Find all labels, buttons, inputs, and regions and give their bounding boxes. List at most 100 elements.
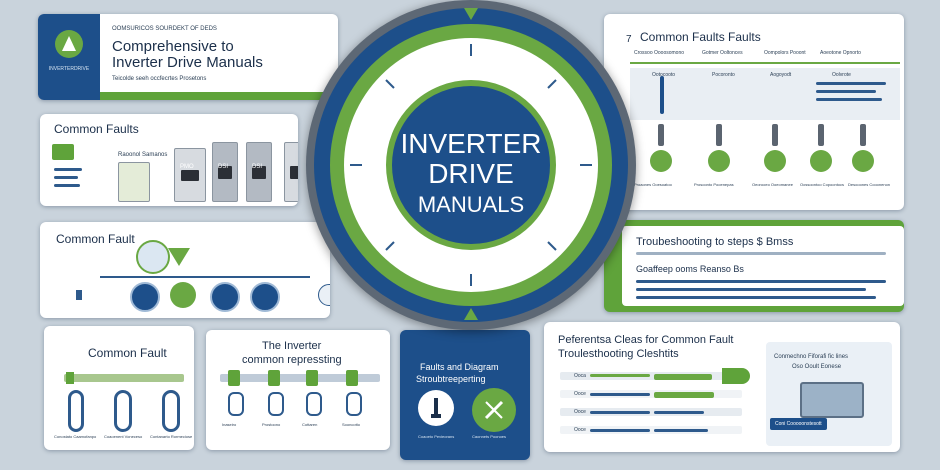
reference-title-line2: Troulesthooting Cleshtits [558, 348, 679, 360]
header-panel: INVERTERDRIVE OOMSURICOS SOURDEKT OF DED… [38, 14, 338, 100]
faults-right-panel: 7 Common Faults Faults Crossoo Oooosomon… [604, 14, 904, 210]
page-title-line1: Comprehensive to [112, 38, 234, 55]
medallion-line1: INVERTER [400, 128, 542, 159]
fault-label-1: PMO [180, 164, 194, 170]
reference-accent-tab [722, 368, 750, 384]
medallion-bottom-marker-icon [464, 308, 478, 320]
cf-caption-2: Contanarto Rormeciose [150, 434, 193, 439]
status-dot-1 [708, 150, 730, 172]
fault-label-0: Raoonol Samanos [118, 152, 168, 158]
status-dot-0 [650, 150, 672, 172]
fault-tree-panel: Common Fault [40, 222, 330, 318]
inverter-node-1 [268, 392, 284, 416]
page-title-line2: Inverter Drive Manuals [112, 54, 263, 71]
fault-icon-box [52, 144, 74, 160]
inv-caption-0: Inaseiro [222, 422, 237, 427]
diagram-card: Faults and Diagram Stroubtreeperting Coa… [400, 330, 530, 460]
inverter-node-0 [228, 392, 244, 416]
wrench-badge-icon [418, 390, 454, 426]
inverter-node-3 [346, 392, 362, 416]
fr-header-2: Oompolors Pooont [764, 50, 806, 56]
inv-caption-2: Cottaren [302, 422, 318, 427]
fr-caption-3: Oossoontoo Copoontocs [800, 182, 845, 187]
inverter-card: The Inverter common repressting Inaseiro… [206, 330, 390, 450]
diagram-card-title-line2: Stroubtreeperting [416, 374, 486, 384]
header-accent-bar [100, 92, 338, 100]
reference-side-line1: Conmechno Fiforafi fic lines [774, 354, 849, 360]
header-kicker: OOMSURICOS SOURDEKT OF DEDS [112, 26, 217, 32]
tree-leaf-node [318, 284, 330, 306]
faults-right-title: Common Faults Faults [640, 30, 761, 44]
inverter-card-title-line2: common repressting [242, 354, 342, 366]
medallion-ring-outer: INVERTER DRIVE MANUALS [306, 0, 636, 330]
common-fault-card-title: Common Fault [88, 346, 167, 360]
drive-device-4 [284, 142, 298, 202]
diagram-card-title-line1: Faults and Diagram [420, 362, 499, 372]
medallion-dial: INVERTER DRIVE MANUALS [344, 38, 598, 292]
medallion-line2: DRIVE [428, 158, 514, 189]
fr-caption-2: Oeorooeo Ooeomanee [752, 182, 793, 187]
inverter-node-2 [306, 392, 322, 416]
tree-root-node [136, 240, 170, 274]
tree-node-0 [130, 282, 160, 312]
diagram-caption-0: Coaoeto Pevieorans [418, 434, 455, 439]
probe-icon-0 [658, 124, 664, 146]
inv-caption-1: Prostoono [262, 422, 281, 427]
troubleshoot-subtitle: Goaffeep ooms Reanso Bs [636, 264, 744, 274]
status-dot-2 [764, 150, 786, 172]
faults-left-title: Common Faults [54, 122, 139, 136]
diagram-caption-1: Caonnets Poonoes [472, 434, 507, 439]
tablet-icon [800, 382, 864, 418]
header-subtitle: Teicolde seeh occfecrtes Prosetons [112, 76, 207, 82]
inverter-card-title-line1: The Inverter [262, 340, 322, 352]
medallion-line3: MANUALS [417, 192, 525, 217]
tools-badge-icon [472, 388, 516, 432]
status-dot-4 [852, 150, 874, 172]
fault-label-2: DSI [218, 164, 229, 170]
drive-device-2 [212, 142, 238, 202]
probe-icon-4 [860, 124, 866, 146]
fault-tree-title: Common Fault [56, 232, 135, 246]
wrench-icon [68, 390, 84, 432]
medallion-ring-green: INVERTER DRIVE MANUALS [330, 24, 612, 306]
fr-row-label-2: Aogoyodt [770, 72, 792, 78]
fr-row-label-1: Pocoronto [712, 72, 735, 78]
probe-icon-3 [818, 124, 824, 146]
troubleshoot-title: Troubeshooting to steps $ Bmss [636, 236, 794, 248]
fr-row-label-3: Oolvrote [832, 72, 851, 78]
ref-row-label-0: Ooca [574, 373, 586, 379]
reference-badge: Coni Cooooonstesott [770, 418, 827, 430]
common-fault-card: Common Fault Conostato Caamofanpo Coaoen… [44, 326, 194, 450]
reference-side-line2: Oso Ooult Eonese [792, 364, 842, 370]
logo-icon [55, 30, 83, 58]
status-dot-3 [810, 150, 832, 172]
dial-ticks [350, 44, 592, 286]
cf-caption-0: Conostato Caamofanpo [54, 434, 97, 439]
reference-title-line1: Peferentsa Cleas for Common Fault [558, 334, 734, 346]
fr-header-0: Crossoo Oooosomono [634, 50, 685, 56]
medallion-top-marker-icon [464, 8, 478, 20]
logo-block: INVERTERDRIVE [38, 14, 100, 100]
fr-header-1: Gotmer Ooltonces [702, 50, 743, 56]
medallion-ring-navy: INVERTER DRIVE MANUALS [314, 8, 628, 322]
faults-left-panel: Common Faults Raoonol Samanos PMO DSI DS… [40, 114, 298, 206]
fr-header-3: Aoeotone Opnorto [820, 50, 861, 56]
logo-caption: INVERTERDRIVE [48, 66, 90, 72]
inv-caption-3: Sooncotto [342, 422, 361, 427]
ref-row-label-2: Ooce [574, 409, 586, 415]
ref-row-label-1: Ooce [574, 391, 586, 397]
troubleshoot-panel: Troubeshooting to steps $ Bmss Goaffeep … [604, 220, 904, 312]
reference-panel: Peferentsa Cleas for Common Fault Troule… [544, 322, 900, 452]
fr-caption-1: Prosoonto Pooenepas [694, 182, 734, 187]
fault-label-3: DSI [252, 164, 263, 170]
fr-caption-0: Proaones Ooesoatoo [634, 182, 672, 187]
tree-node-2 [210, 282, 240, 312]
tree-down-arrow-icon [168, 248, 190, 266]
fr-row-label-0: Ootocooto [652, 72, 676, 78]
spanner-icon [162, 390, 180, 432]
fr-caption-4: Desooones Cooonenon [848, 182, 891, 187]
cf-caption-1: Coaoenent Voneceso [104, 434, 143, 439]
faults-right-number: 7 [626, 34, 632, 45]
drive-device-0 [118, 162, 150, 202]
drive-device-3 [246, 142, 272, 202]
